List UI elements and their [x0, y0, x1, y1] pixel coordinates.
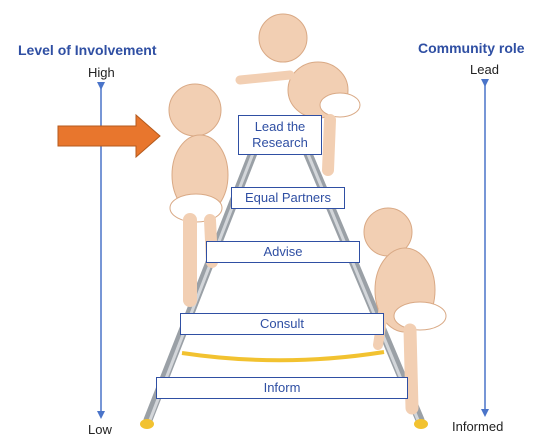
- ladder-icon: [140, 125, 428, 429]
- left-axis-title: Level of Involvement: [18, 42, 157, 58]
- right-axis-informed-label: Informed: [452, 419, 504, 434]
- left-axis-high-label: High: [88, 65, 115, 80]
- rung-inform: Inform: [156, 377, 408, 399]
- rung-equal-partners: Equal Partners: [231, 187, 345, 209]
- rung-consult: Consult: [180, 313, 384, 335]
- baby-figure-icon: [235, 13, 361, 176]
- rung-advise: Advise: [206, 241, 360, 263]
- right-axis-lead-label: Lead: [470, 62, 499, 77]
- left-axis-low-label: Low: [88, 422, 112, 437]
- baby-figure-icon: [168, 83, 229, 307]
- arrow-right-icon: [57, 113, 161, 159]
- right-axis-title: Community role: [418, 40, 525, 56]
- rung-lead-the-research: Lead the Research: [238, 115, 322, 155]
